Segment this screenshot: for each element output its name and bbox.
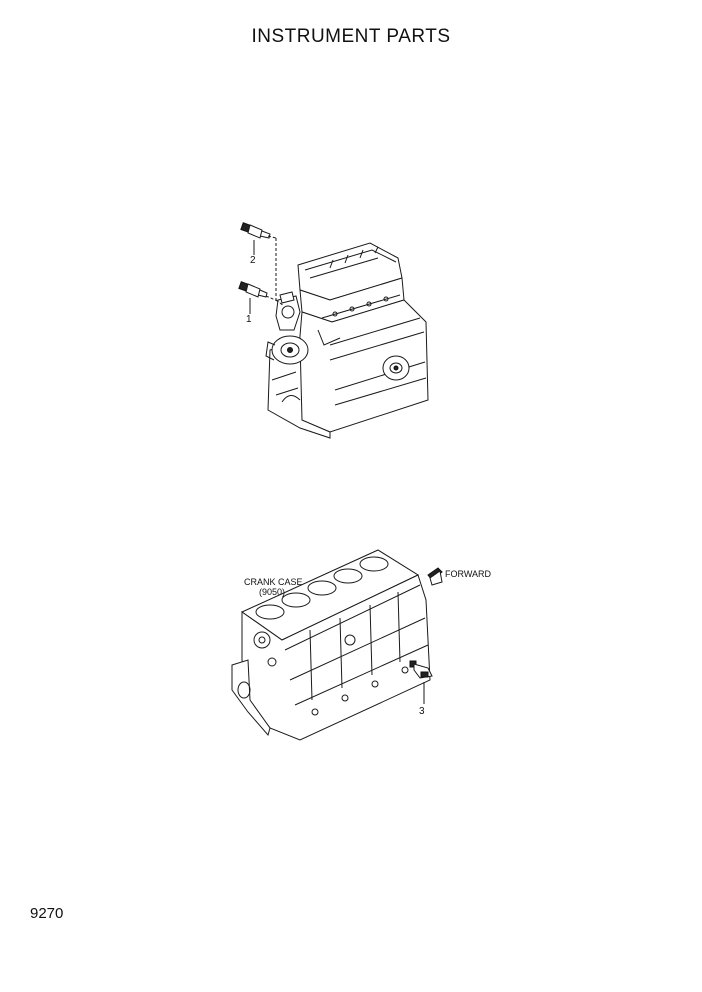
sensor-1-drawing [238,281,281,314]
crank-case-ref-label: (9050) [259,587,286,597]
crank-case-label: CRANK CASE [244,577,303,587]
forward-label: FORWARD [445,569,491,579]
forward-arrow-icon [427,567,443,586]
callout-part-2: 2 [250,255,256,266]
engine-assembly-drawing [265,242,429,439]
page-number: 9270 [30,905,64,922]
sensor-3-drawing [409,660,433,704]
page-title: INSTRUMENT PARTS [251,26,451,47]
sensor-2-drawing [240,222,285,307]
crank-case-drawing [231,549,431,741]
callout-part-3: 3 [419,706,425,717]
callout-part-1: 1 [246,314,252,325]
